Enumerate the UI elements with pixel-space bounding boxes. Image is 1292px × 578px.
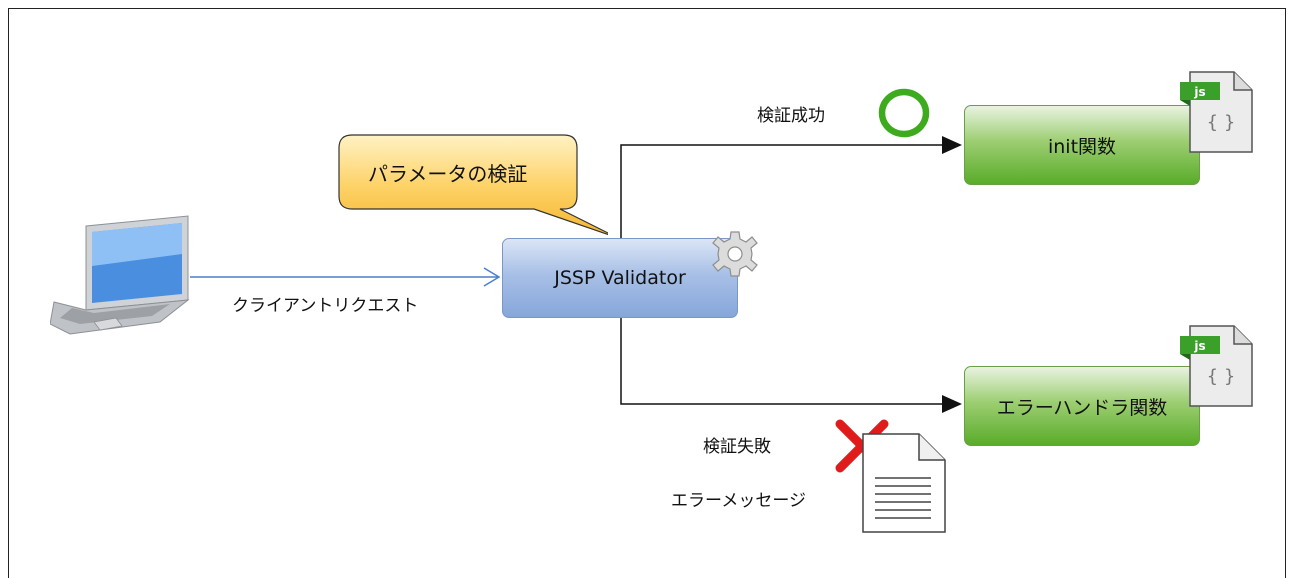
client-request-label: クライアントリクエスト xyxy=(232,296,419,316)
error-message-label: エラーメッセージ xyxy=(671,491,806,511)
failure-arrowhead xyxy=(942,395,962,413)
gear-icon xyxy=(712,231,758,277)
js-file-braces: { } xyxy=(1207,366,1236,387)
diagram-frame xyxy=(8,8,1286,578)
client-request-arrowhead xyxy=(483,267,501,287)
error-handler-node[interactable]: エラーハンドラ関数 xyxy=(964,366,1200,446)
success-connector xyxy=(620,144,946,238)
init-function-node[interactable]: init関数 xyxy=(964,105,1200,185)
circle-icon xyxy=(878,88,930,138)
failure-connector xyxy=(620,318,946,405)
validation-callout xyxy=(338,134,608,236)
callout-text: パラメータの検証 xyxy=(368,162,528,186)
success-arrowhead xyxy=(942,136,962,154)
validator-node[interactable]: JSSP Validator xyxy=(502,238,738,318)
js-file-icon: js { } xyxy=(1180,71,1253,153)
js-badge-text: js xyxy=(1193,339,1205,353)
js-file-icon: js { } xyxy=(1180,325,1253,407)
document-icon xyxy=(862,433,946,533)
success-label: 検証成功 xyxy=(757,106,825,126)
js-file-braces: { } xyxy=(1207,112,1236,133)
laptop-icon xyxy=(50,215,190,335)
failure-label: 検証失敗 xyxy=(703,437,771,457)
js-badge-text: js xyxy=(1193,85,1205,99)
